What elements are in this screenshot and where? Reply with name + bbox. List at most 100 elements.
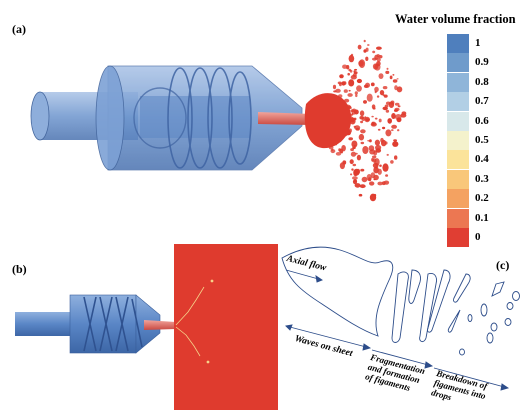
spray-droplet: [382, 126, 386, 130]
spray-droplet: [335, 88, 341, 93]
spray-droplet: [385, 174, 389, 177]
spray-droplet: [369, 181, 375, 186]
spray-droplet: [386, 67, 389, 70]
spray-droplet: [384, 104, 389, 108]
colorbar-title: Water volume fraction: [395, 12, 516, 26]
spray-droplet: [347, 93, 353, 97]
spray-droplet: [360, 141, 365, 145]
spray-droplet: [382, 163, 389, 172]
spray-droplet: [350, 151, 357, 157]
spray-droplet: [339, 162, 345, 170]
spray-droplet: [379, 90, 385, 96]
spray-droplet: [356, 154, 361, 161]
spray-droplet: [394, 102, 400, 106]
spray-droplet: [396, 86, 403, 93]
spray-droplet: [355, 94, 358, 98]
spray-droplet: [394, 85, 398, 91]
spray-droplet: [353, 145, 356, 147]
colorbar-swatch: [447, 111, 469, 131]
colorbar-swatch: [447, 150, 469, 170]
spray-droplet: [381, 181, 386, 186]
spray-droplet: [376, 57, 381, 62]
spray-droplet: [374, 117, 378, 120]
spray-droplet: [346, 65, 350, 70]
spray-droplet: [377, 128, 381, 131]
spray-droplet: [391, 129, 394, 132]
colorbar-tick-label: 0.1: [475, 211, 489, 224]
spray-droplet: [365, 56, 369, 61]
spray-droplet: [348, 106, 352, 109]
spray-droplet: [363, 100, 367, 104]
spray-droplet: [384, 141, 388, 145]
spray-droplet: [385, 129, 392, 137]
spray-droplet: [352, 163, 357, 167]
spray-droplet: [343, 81, 347, 85]
panel-label-b: (b): [12, 262, 27, 276]
colorbar-swatch: [447, 72, 469, 92]
colorbar-tick-label: 0.2: [475, 192, 489, 205]
spray-droplet: [376, 54, 380, 57]
spray-droplet: [350, 109, 356, 113]
spray-droplet: [391, 124, 397, 129]
spray-droplet: [358, 60, 364, 67]
spray-droplet: [386, 153, 389, 156]
spray-droplet: [351, 140, 358, 148]
panel-c-arrows: [285, 269, 510, 391]
spray-droplet: [365, 82, 370, 88]
spray-droplet: [393, 139, 397, 142]
spray-droplet: [390, 100, 395, 105]
spray-droplet: [374, 86, 379, 92]
spray-droplet: [375, 166, 378, 169]
spray-droplet: [354, 183, 361, 188]
colorbar-tick-label: 1: [475, 37, 481, 49]
spray-droplet: [376, 95, 380, 98]
spray-droplet: [357, 44, 362, 50]
colorbar-swatch: [447, 131, 469, 150]
spray-droplet: [347, 72, 351, 76]
colorbar-tick-label: 0.6: [475, 114, 489, 127]
spray-droplet: [397, 129, 400, 132]
spray-droplet: [361, 176, 368, 183]
spray-droplet: [369, 139, 372, 143]
spray-droplet: [373, 150, 378, 156]
spray-droplet: [342, 64, 348, 69]
spray-droplet: [373, 166, 379, 174]
colorbar-tick-label: 0.4: [475, 153, 489, 166]
spray-droplet: [387, 118, 393, 124]
panel-b-water-field: [174, 244, 278, 410]
spray-droplet: [367, 44, 370, 46]
spray-droplet: [394, 109, 398, 112]
spray-droplet: [356, 78, 362, 84]
spray-droplet: [396, 78, 399, 80]
spray-droplet: [351, 113, 354, 116]
spray-droplet: [382, 86, 388, 90]
spray-droplet: [350, 148, 354, 152]
spray-droplet: [377, 168, 382, 175]
spray-droplet: [395, 114, 402, 121]
colorbar-swatch: [447, 189, 469, 209]
spray-droplet: [380, 137, 384, 143]
colorbar-swatch: [447, 228, 469, 247]
spray-droplet: [367, 140, 370, 142]
spray-droplet: [379, 164, 382, 167]
spray-droplet: [348, 79, 355, 87]
spray-droplet: [339, 82, 342, 87]
spray-droplet: [353, 70, 356, 73]
spray-droplet: [354, 125, 361, 130]
spray-droplet: [360, 120, 364, 124]
spray-droplet: [358, 193, 363, 197]
spray-droplet: [349, 69, 353, 73]
panel-label-c: (c): [496, 258, 510, 272]
spray-droplet: [330, 149, 336, 154]
spray-droplet: [372, 155, 377, 159]
spray-droplet: [354, 68, 358, 71]
colorbar-tick-label: 0.3: [475, 172, 489, 185]
spray-droplet: [390, 160, 394, 164]
spray-droplet: [361, 117, 366, 121]
spray-droplet: [349, 159, 354, 165]
panel-a-spray: [304, 39, 407, 202]
spray-droplet: [350, 173, 353, 176]
spray-droplet: [389, 75, 393, 80]
